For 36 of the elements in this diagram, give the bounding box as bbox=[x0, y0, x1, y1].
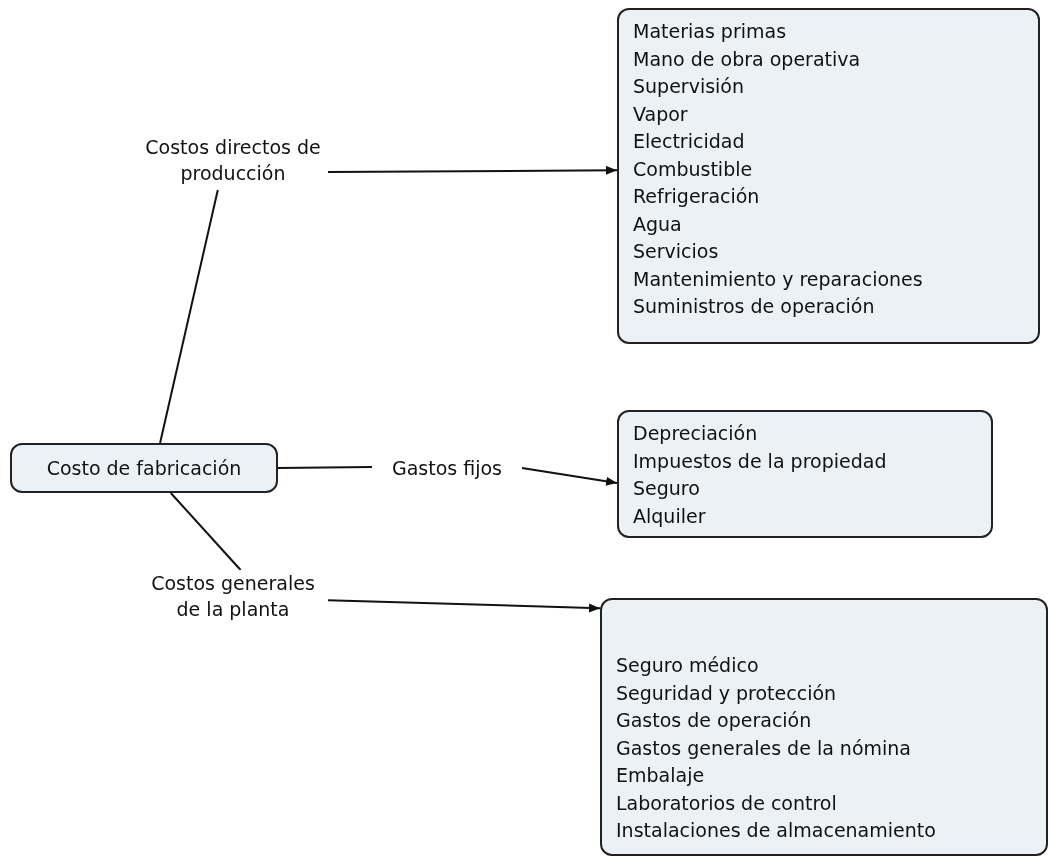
box-text: Supervisión bbox=[633, 74, 746, 99]
box-text: Combustible bbox=[633, 156, 754, 182]
box-text: Depreciación bbox=[633, 421, 759, 446]
box-text: Gastos de operación bbox=[616, 708, 813, 733]
box-text: Mano de obra operativa bbox=[633, 46, 862, 72]
box-text: Materias primas bbox=[633, 19, 788, 44]
box-text: Refrigeración bbox=[633, 184, 761, 209]
box-text: Impuestos de la propiedad bbox=[633, 448, 888, 474]
box-text: Alquiler bbox=[633, 503, 707, 529]
box-text: Agua bbox=[633, 211, 683, 237]
node-label: Costos generales de la planta bbox=[151, 572, 315, 620]
arrow bbox=[327, 599, 601, 613]
list-box bbox=[617, 8, 1040, 344]
list-box bbox=[600, 598, 1048, 856]
box-text: Instalaciones de almacenamiento bbox=[616, 818, 937, 843]
arrow bbox=[327, 165, 618, 175]
connector-line bbox=[159, 189, 219, 444]
node-label: Gastos fijos bbox=[391, 456, 503, 481]
box-text: Laboratorios de control bbox=[616, 790, 838, 816]
box-text: Mantenimiento y reparaciones bbox=[633, 266, 924, 292]
box-text: Seguro bbox=[633, 476, 701, 501]
connector-line bbox=[169, 492, 242, 571]
box-text: Embalaje bbox=[616, 763, 706, 788]
box-text: Costo de fabricación bbox=[46, 457, 242, 479]
box-text: Suministros de operación bbox=[633, 294, 876, 319]
box-text: Vapor bbox=[633, 101, 689, 127]
process-box bbox=[10, 443, 278, 493]
box-text: Seguridad y protección bbox=[616, 680, 838, 706]
arrow bbox=[521, 467, 618, 486]
list-box bbox=[617, 410, 993, 538]
box-text: Gastos generales de la nómina bbox=[616, 735, 912, 761]
box-text: Seguro médico bbox=[616, 653, 760, 678]
box-text: Electricidad bbox=[633, 129, 746, 154]
node-label: Costos directos de producción bbox=[145, 136, 321, 184]
connector-line bbox=[277, 466, 373, 469]
box-text: Servicios bbox=[633, 239, 720, 264]
